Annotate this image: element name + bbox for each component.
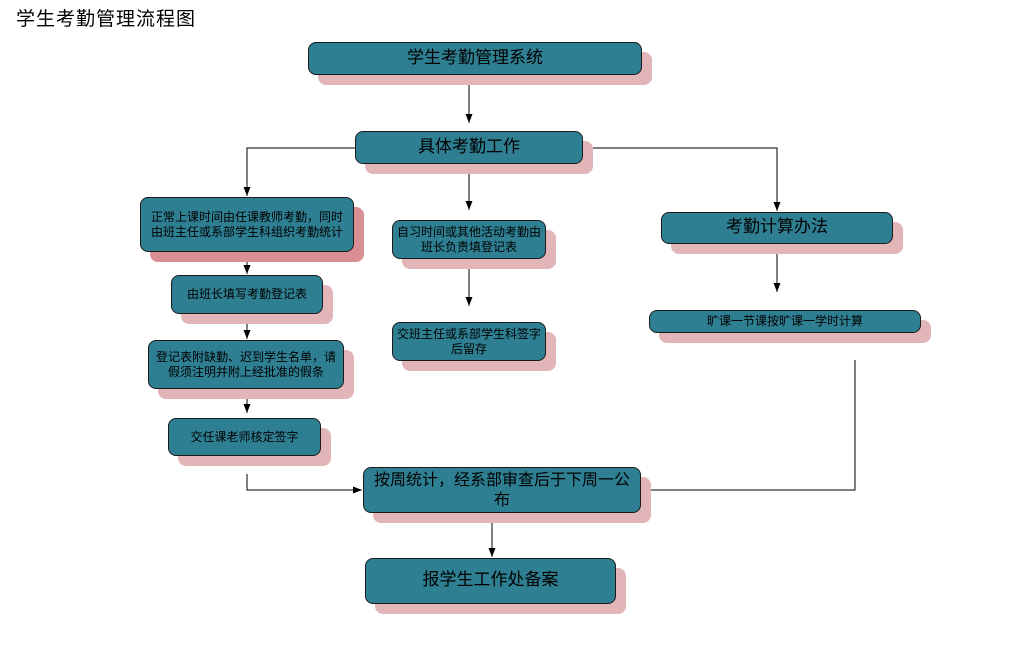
node-submit-keep: 交班主任或系部学生科签字后留存 — [392, 322, 546, 361]
connector-work-to-calc — [583, 147, 781, 211]
node-weekly-label: 按周统计，经系部审查后于下周一公布 — [373, 470, 630, 509]
node-work-label: 具体考勤工作 — [418, 136, 520, 157]
node-calc-method-label: 考勤计算办法 — [726, 217, 828, 238]
node-self-study-label: 自习时间或其他活动考勤由班长负责填登记表 — [397, 224, 542, 254]
node-report-label: 报学生工作处备案 — [422, 570, 559, 591]
node-system-label: 学生考勤管理系统 — [407, 47, 543, 68]
node-attach-list-label: 登记表附缺勤、迟到学生名单，请假须注明并附上经批准的假条 — [155, 349, 336, 379]
node-class-attendance-label: 正常上课时间由任课教师考勤，同时由班主任或系部学生科组织考勤统计 — [150, 209, 343, 239]
connector-rule-to-weekly — [641, 360, 856, 494]
node-class-attendance: 正常上课时间由任课教师考勤，同时由班主任或系部学生科组织考勤统计 — [140, 197, 354, 252]
node-report: 报学生工作处备案 — [365, 558, 616, 604]
connector-sign-to-weekly — [246, 474, 362, 494]
node-calc-rule-label: 旷课一节课按旷课一学时计算 — [706, 314, 863, 328]
node-self-study: 自习时间或其他活动考勤由班长负责填登记表 — [392, 220, 546, 259]
node-calc-method: 考勤计算办法 — [661, 212, 893, 244]
node-monitor-fill: 由班长填写考勤登记表 — [171, 275, 323, 314]
node-weekly: 按周统计，经系部审查后于下周一公布 — [363, 467, 641, 513]
node-work: 具体考勤工作 — [355, 131, 583, 164]
node-system: 学生考勤管理系统 — [308, 42, 642, 75]
node-monitor-fill-label: 由班长填写考勤登记表 — [186, 287, 307, 301]
node-submit-keep-label: 交班主任或系部学生科签字后留存 — [397, 326, 542, 356]
node-attach-list: 登记表附缺勤、迟到学生名单，请假须注明并附上经批准的假条 — [148, 340, 344, 389]
connector-work-to-class — [243, 147, 355, 196]
node-teacher-sign: 交任课老师核定签字 — [168, 418, 321, 456]
node-calc-rule: 旷课一节课按旷课一学时计算 — [649, 310, 921, 333]
page-title: 学生考勤管理流程图 — [16, 8, 197, 30]
node-teacher-sign-label: 交任课老师核定签字 — [190, 429, 299, 444]
